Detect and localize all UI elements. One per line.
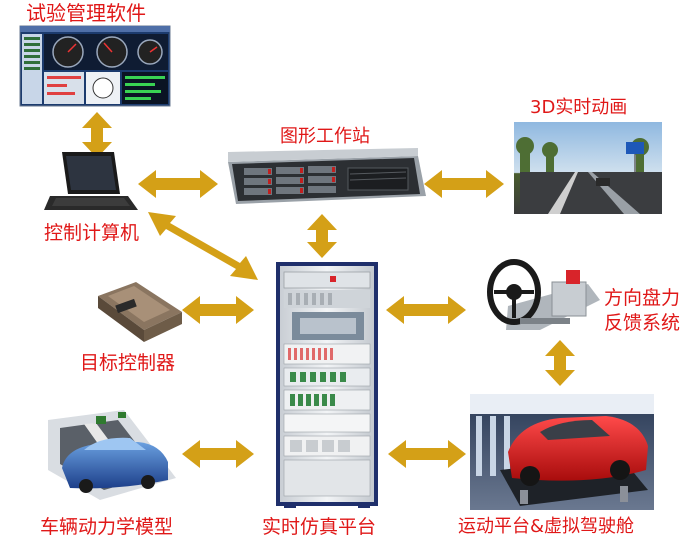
arrow-model-platform [182,440,254,468]
motion-platform-scene [470,394,654,510]
test-software-screenshot [19,25,171,107]
label-test-software: 试验管理软件 [26,1,146,25]
vehicle-model-scene [48,410,176,500]
label-control-computer: 控制计算机 [44,222,140,244]
arrow-laptop-workstation [138,170,218,198]
arrow-steering-motion [545,340,575,386]
laptop-icon [44,152,138,210]
label-motion-platform: 运动平台&虚拟驾驶舱 [458,516,635,537]
label-sim-platform: 实时仿真平台 [262,516,377,538]
ecu-controller-icon [98,282,182,342]
workstation-server [228,148,426,204]
arrow-workstation-platform [307,214,337,258]
steering-wheel-rig [487,259,600,330]
label-3d-animation: 3D实时动画 [530,97,628,118]
arrow-controller-platform [182,296,254,324]
arrow-platform-steering [386,296,466,324]
label-steering-line2: 反馈系统 [604,312,681,334]
arrow-software-laptop [82,112,112,158]
arrow-workstation-animation [424,170,504,198]
label-workstation: 图形工作站 [280,126,370,147]
animation-road-scene [514,122,662,214]
label-vehicle-model: 车辆动力学模型 [40,516,174,538]
simulation-rack-cabinet [276,262,378,508]
label-steering-line1: 方向盘力 [604,287,681,309]
arrow-laptop-platform [148,212,258,280]
arrow-platform-motion [388,440,466,468]
label-target-controller: 目标控制器 [80,352,176,374]
